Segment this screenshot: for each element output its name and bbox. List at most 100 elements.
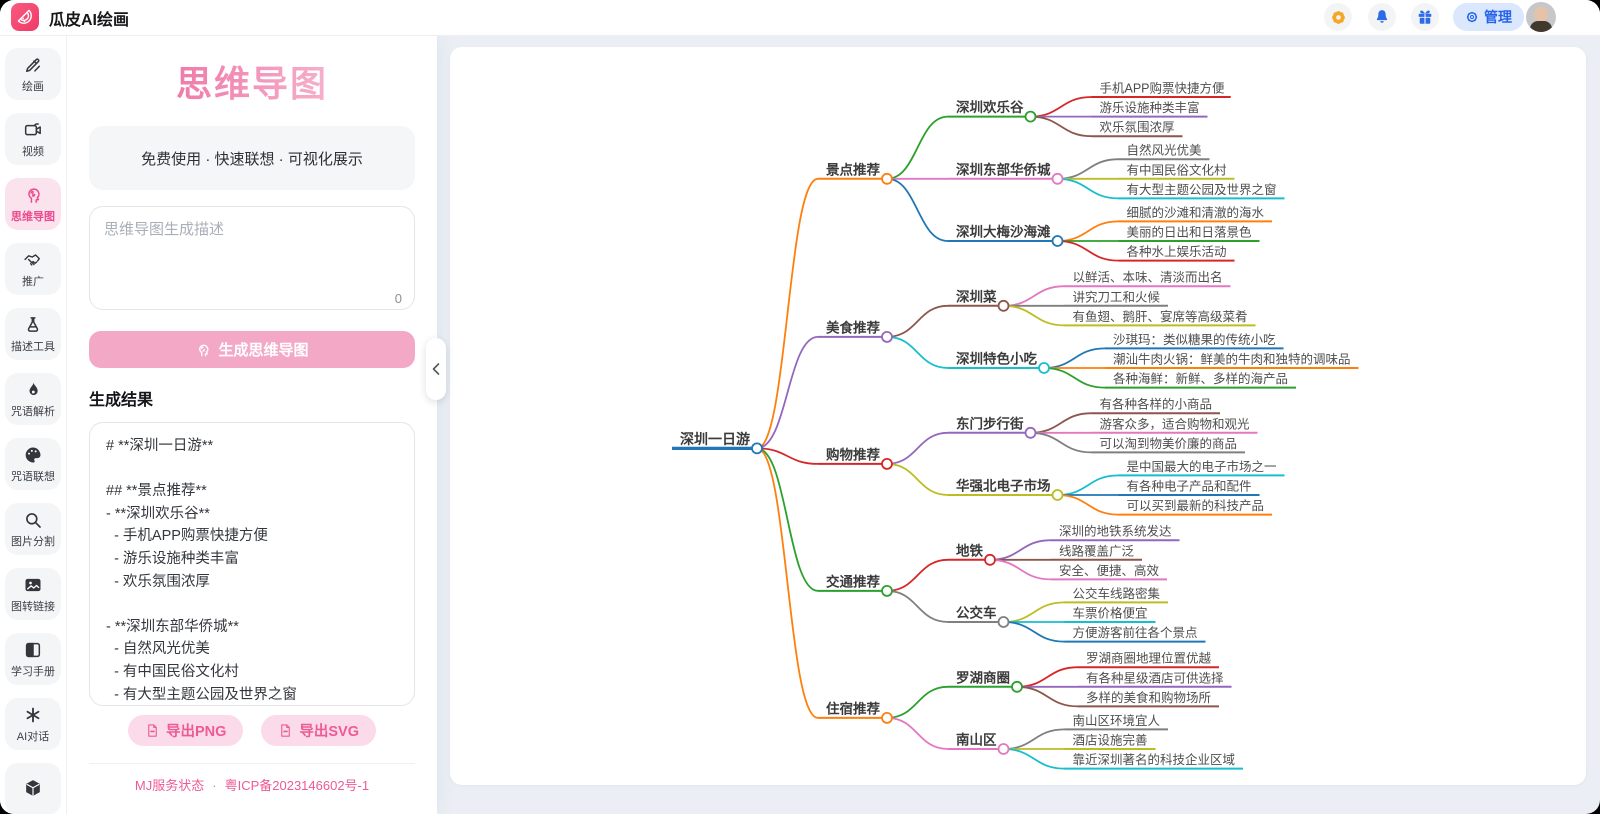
mindmap-node-label[interactable]: 多样的美食和购物场所 <box>1086 690 1211 705</box>
mindmap-node-circle[interactable] <box>881 457 893 470</box>
mindmap-node-label[interactable]: 讲究刀工和火候 <box>1073 289 1161 304</box>
mindmap-node-label[interactable]: 潮汕牛肉火锅：鲜美的牛肉和独特的调味品 <box>1113 352 1351 367</box>
mindmap-node-label[interactable]: 游乐设施种类丰富 <box>1100 100 1200 115</box>
rewards-button[interactable] <box>1411 3 1439 31</box>
mindmap-node-circle[interactable] <box>1024 110 1037 123</box>
notifications-button[interactable] <box>1368 3 1396 31</box>
generate-mindmap-button[interactable]: 生成思维导图 <box>89 331 415 368</box>
mindmap-node-label[interactable]: 东门步行街 <box>956 415 1024 431</box>
panel-collapse-handle[interactable] <box>426 338 446 400</box>
mindmap-node-label[interactable]: 美食推荐 <box>826 319 880 335</box>
sidebar-item-draw[interactable]: 绘画 <box>5 48 61 100</box>
mindmap-node-label[interactable]: 深圳菜 <box>956 288 997 304</box>
mindmap-node-circle[interactable] <box>1038 362 1050 374</box>
mindmap-node-label[interactable]: 以鲜活、本味、清淡而出名 <box>1073 270 1223 285</box>
mindmap-node-circle[interactable] <box>751 442 763 455</box>
sidebar-item-image-split[interactable]: 图片分割 <box>5 503 61 555</box>
mindmap-node-label[interactable]: 自然风光优美 <box>1127 143 1202 158</box>
mindmap-node-circle[interactable] <box>1011 680 1023 693</box>
mindmap-node-label[interactable]: 各种海鲜：新鲜、多样的海产品 <box>1113 371 1288 386</box>
export-svg-button[interactable]: 导出SVG <box>261 715 377 746</box>
mindmap-node-label[interactable]: 华强北电子市场 <box>956 478 1051 494</box>
mindmap-node-label[interactable]: 罗湖商圈地理位置优越 <box>1086 651 1212 666</box>
mindmap-node-label[interactable]: 有大型主题公园及世界之窗 <box>1127 183 1277 197</box>
mindmap-node-label[interactable]: 南山区环境宜人 <box>1073 713 1161 728</box>
sidebar-item-mindmap[interactable]: 思维导图 <box>5 178 61 230</box>
mindmap-node-label[interactable]: 深圳东部华侨城 <box>956 161 1051 177</box>
sidebar-item-manual[interactable]: 学习手册 <box>5 633 61 685</box>
mindmap-node-label[interactable]: 购物推荐 <box>826 446 880 462</box>
mindmap-node-label[interactable]: 可以买到最新的科技产品 <box>1127 498 1265 513</box>
manage-button[interactable]: 管理 <box>1453 3 1524 31</box>
mindmap-node-label[interactable]: 交通推荐 <box>826 573 880 589</box>
mindmap-node-circle[interactable] <box>881 330 893 343</box>
icp-license-link[interactable]: 粤ICP备2023146602号-1 <box>224 778 370 793</box>
mindmap-canvas[interactable]: 深圳一日游 景点推荐 深圳欢乐谷 手机APP购票快捷方便游乐设施种类丰富欢乐氛围浓厚深… <box>450 47 1586 785</box>
mindmap-node-label[interactable]: 车票价格便宜 <box>1073 606 1148 621</box>
mindmap-node-label[interactable]: 酒店设施完善 <box>1073 733 1148 748</box>
sidebar-item-spell-parse[interactable]: 咒语解析 <box>5 373 61 425</box>
mindmap-node-label[interactable]: 细腻的沙滩和清澈的海水 <box>1127 205 1265 220</box>
magnifier-icon <box>26 512 41 528</box>
mindmap-node-label[interactable]: 南山区 <box>956 732 997 748</box>
mindmap-node-label[interactable]: 美丽的日出和日落景色 <box>1127 225 1253 240</box>
mindmap-node-circle[interactable] <box>881 585 893 597</box>
mj-status-link[interactable]: MJ服务状态 <box>134 778 205 793</box>
mindmap-node-label[interactable]: 可以淘到物美价廉的商品 <box>1100 436 1238 451</box>
mindmap-node-label[interactable]: 欢乐氛围浓厚 <box>1100 120 1175 135</box>
mindmap-node-label[interactable]: 公交车线路密集 <box>1073 586 1161 601</box>
sidebar-item-spell-associate[interactable]: 咒语联想 <box>5 438 61 490</box>
mindmap-node-circle[interactable] <box>997 616 1010 628</box>
user-avatar[interactable] <box>1526 2 1556 32</box>
settings-button[interactable] <box>1324 3 1352 31</box>
mindmap-node-circle[interactable] <box>1051 489 1064 501</box>
mindmap-node-circle[interactable] <box>1024 426 1037 439</box>
mindmap-node-label[interactable]: 靠近深圳著名的科技企业区域 <box>1073 752 1236 767</box>
mindmap-node-circle[interactable] <box>1051 235 1064 247</box>
mindmap-link <box>989 558 1052 581</box>
mindmap-node-label[interactable]: 深圳欢乐谷 <box>956 99 1024 115</box>
mindmap-node-label[interactable]: 地铁 <box>956 542 984 558</box>
mindmap-node-label[interactable]: 罗湖商圈 <box>956 669 1010 685</box>
mindmap-node-circle[interactable] <box>881 712 893 724</box>
mindmap-description-input[interactable] <box>89 206 415 310</box>
mindmap-node-label[interactable]: 沙琪玛：类似糖果的传统小吃 <box>1113 332 1276 347</box>
mindmap-node-label[interactable]: 有各种星级酒店可供选择 <box>1086 670 1224 685</box>
mindmap-node-circle[interactable] <box>997 743 1010 755</box>
mindmap-link <box>1057 494 1119 516</box>
sidebar-item-label: 咒语解析 <box>11 405 55 418</box>
mindmap-node-label[interactable]: 手机APP购票快捷方便 <box>1100 81 1226 96</box>
mindmap-node-circle[interactable] <box>881 172 893 185</box>
mindmap-node-label[interactable]: 住宿推荐 <box>826 700 880 716</box>
mindmap-svg[interactable]: 深圳一日游 景点推荐 深圳欢乐谷 手机APP购票快捷方便游乐设施种类丰富欢乐氛围浓厚深… <box>450 47 1586 785</box>
mindmap-node-label[interactable]: 深圳特色小吃 <box>956 351 1037 367</box>
mindmap-node-label[interactable]: 景点推荐 <box>826 161 880 177</box>
mindmap-node-circle[interactable] <box>984 553 996 566</box>
mindmap-node-label[interactable]: 深圳一日游 <box>680 431 750 447</box>
mindmap-node-label[interactable]: 有各种电子产品和配件 <box>1127 479 1252 494</box>
mindmap-node-label[interactable]: 深圳大梅沙海滩 <box>956 224 1051 240</box>
app-logo[interactable] <box>11 3 39 31</box>
sidebar-item-image-to-link[interactable]: 图转链接 <box>5 568 61 620</box>
mindmap-node-label[interactable]: 有鱼翅、鹅肝、宴席等高级菜肴 <box>1073 309 1248 324</box>
mindmap-node-label[interactable]: 各种水上娱乐活动 <box>1127 244 1227 259</box>
sidebar-item-video[interactable]: 视频 <box>5 113 61 165</box>
mindmap-node-label[interactable]: 有中国民俗文化村 <box>1127 162 1228 177</box>
mindmap-node-label[interactable]: 是中国最大的电子市场之一 <box>1127 459 1277 474</box>
mindmap-node-circle[interactable] <box>1051 172 1064 185</box>
mindmap-node-label[interactable]: 线路覆盖广泛 <box>1059 543 1135 558</box>
mindmap-node-label[interactable]: 方便游客前往各个景点 <box>1073 625 1198 640</box>
sidebar-item-promotion[interactable]: 推广 <box>5 243 61 295</box>
sidebar-item-describe-tool[interactable]: 描述工具 <box>5 308 61 360</box>
export-png-button[interactable]: 导出PNG <box>127 715 244 746</box>
mindmap-node-label[interactable]: 有各种各样的小商品 <box>1100 397 1213 412</box>
mindmap-node-label[interactable]: 游客众多，适合购物和观光 <box>1100 416 1250 431</box>
mindmap-node-label[interactable]: 深圳的地铁系统发达 <box>1059 524 1172 539</box>
mindmap-node-label[interactable]: 公交车 <box>956 605 997 621</box>
mindmap-node-circle[interactable] <box>997 299 1010 312</box>
sidebar-item-ai-chat[interactable]: AI对话 <box>5 698 61 750</box>
result-markdown-box[interactable]: # **深圳一日游** ## **景点推荐** - **深圳欢乐谷** - 手机… <box>89 422 415 706</box>
mindmap-node-label[interactable]: 安全、便捷、高效 <box>1059 563 1160 578</box>
sidebar-item-extra[interactable] <box>5 763 61 814</box>
mindmap-link <box>1003 728 1065 750</box>
